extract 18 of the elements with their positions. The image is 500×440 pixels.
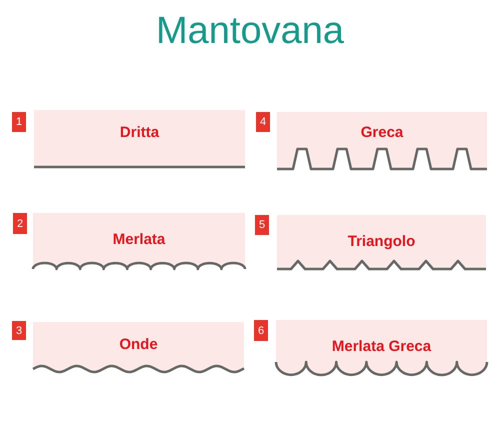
diagram-title: Mantovana [156,9,344,53]
valance-panel [34,110,245,170]
valance-name: Triangolo [348,233,416,251]
valance-panel [33,213,245,273]
valance-panel [33,322,244,376]
valance-name: Merlata [112,231,166,249]
valance-name: Dritta [120,124,160,142]
valance-name: Greca [360,124,404,142]
number-badge: 3 [12,321,26,340]
valance-name: Merlata Greca [332,338,432,356]
number-badge: 1 [12,112,26,132]
valance-panel [277,215,486,273]
number-badge: 2 [13,213,27,234]
valance-panel [277,112,487,172]
number-badge: 6 [254,320,268,341]
number-badge: 4 [256,112,270,132]
number-badge: 5 [255,215,269,235]
valance-name: Onde [119,336,158,354]
